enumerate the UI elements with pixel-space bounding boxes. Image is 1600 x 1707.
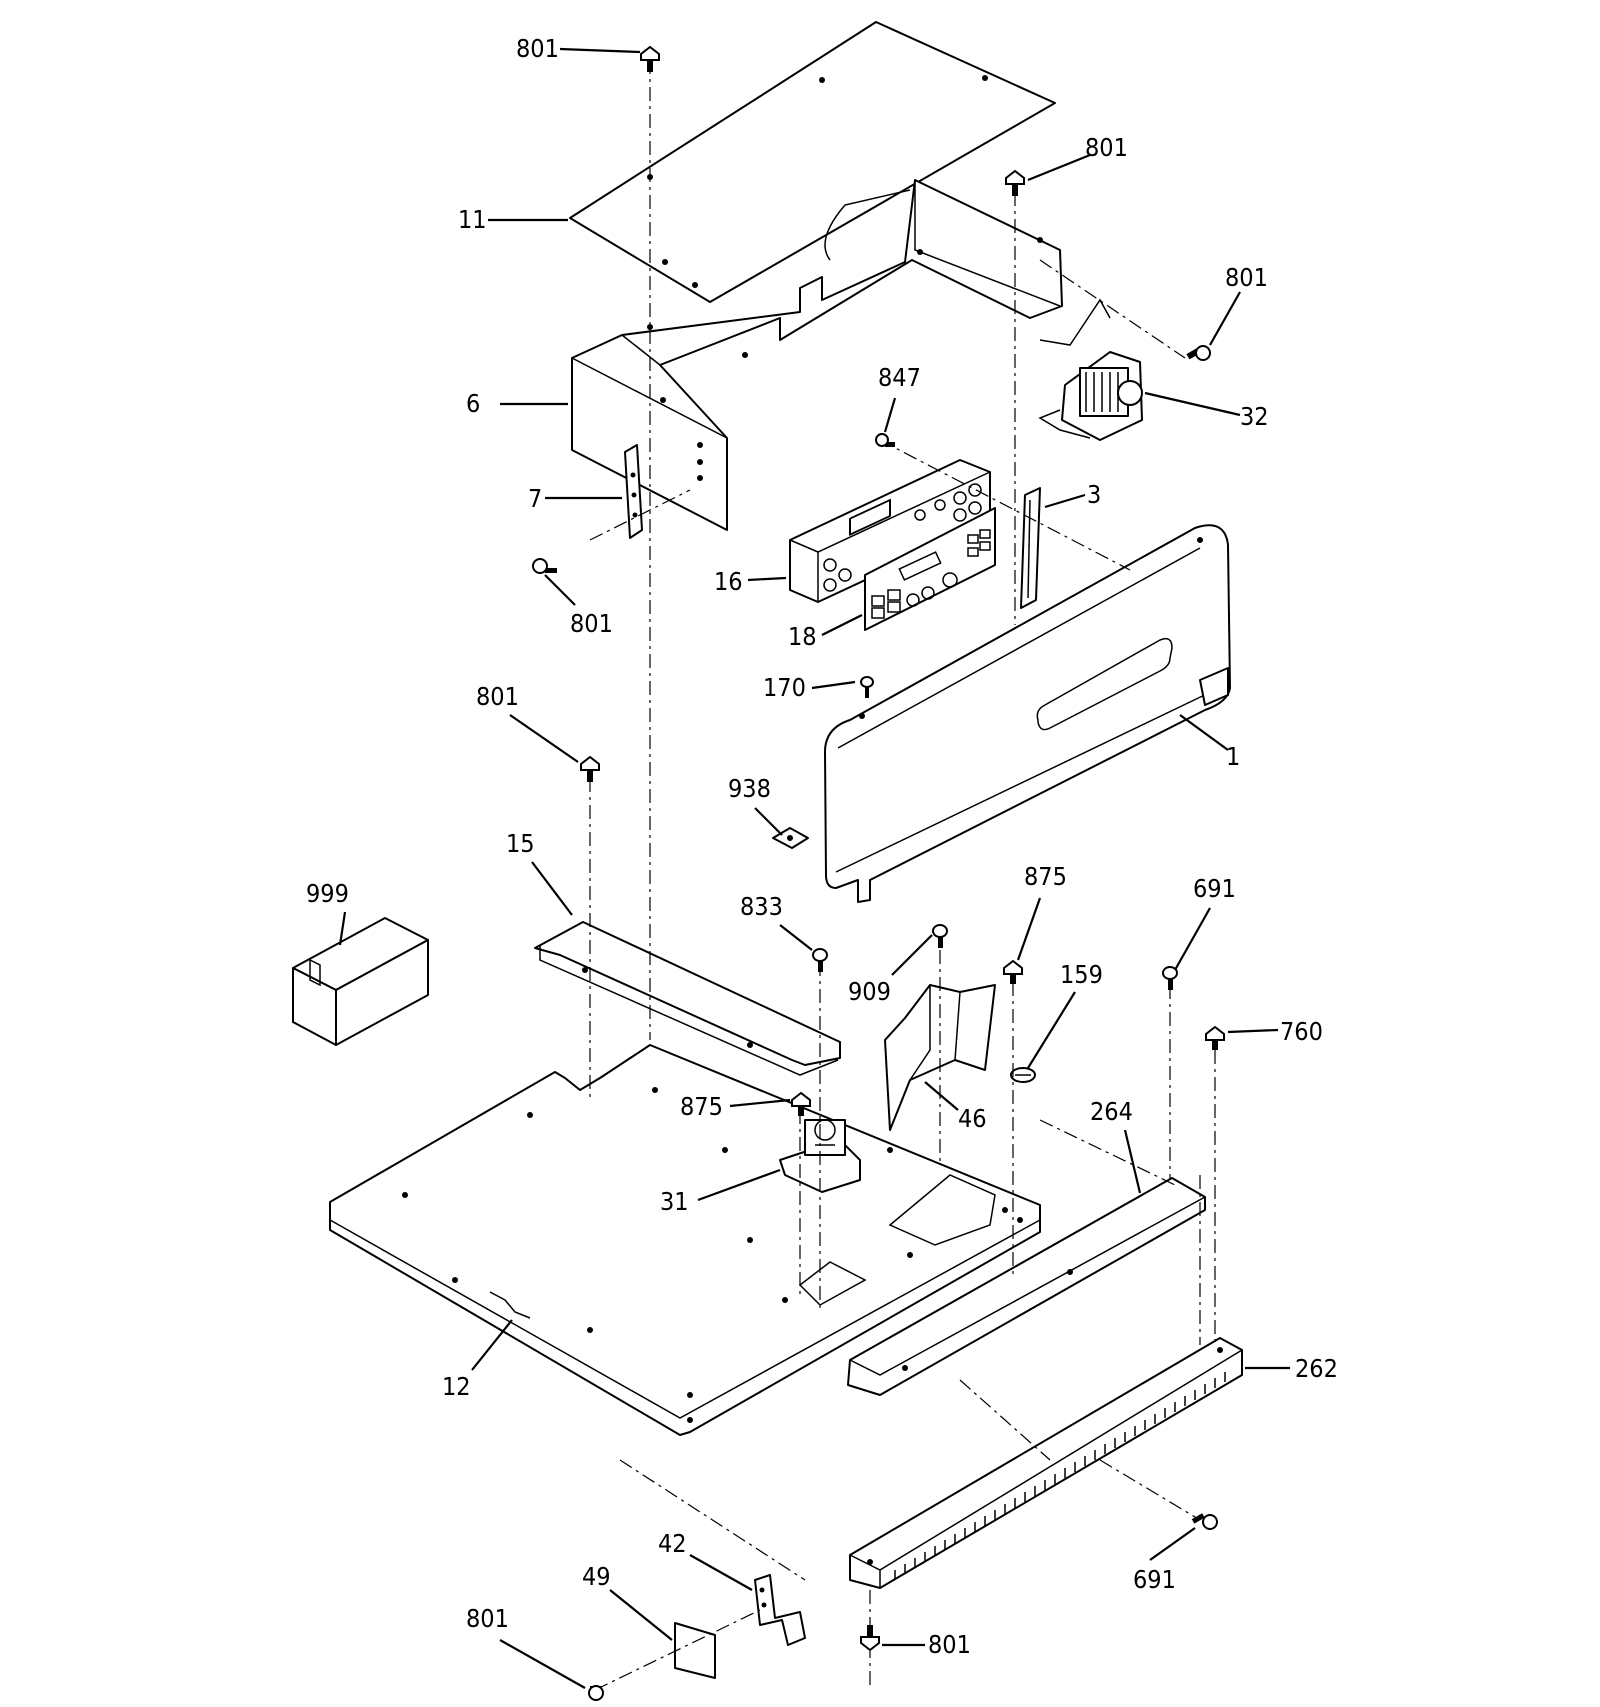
screw-691-a <box>1162 966 1178 990</box>
label-909: 909 <box>848 977 891 1006</box>
part-264-rear-rail <box>847 1177 1206 1396</box>
label-46: 46 <box>958 1104 987 1133</box>
label-262: 262 <box>1295 1354 1338 1383</box>
part-31-valve <box>779 1119 861 1193</box>
screw-170 <box>860 676 874 698</box>
part-262-vent-grille <box>849 1337 1243 1589</box>
part-49-plate <box>674 1622 716 1679</box>
screws <box>532 45 1225 1701</box>
part-7-bracket <box>624 444 643 539</box>
label-31: 31 <box>660 1187 689 1216</box>
label-691: 691 <box>1133 1565 1176 1594</box>
label-801: 801 <box>1225 263 1268 292</box>
screw-909 <box>932 924 948 948</box>
label-801: 801 <box>570 609 613 638</box>
label-938: 938 <box>728 774 771 803</box>
label-3: 3 <box>1087 480 1101 509</box>
label-42: 42 <box>658 1529 687 1558</box>
label-691: 691 <box>1193 874 1236 903</box>
label-49: 49 <box>582 1562 611 1591</box>
screw-801-c <box>1186 345 1211 361</box>
screw-875-a <box>1003 959 1023 984</box>
leader-lines <box>338 47 1290 1689</box>
label-999: 999 <box>306 879 349 908</box>
label-159: 159 <box>1060 960 1103 989</box>
part-3-bracket-strip <box>1020 487 1041 609</box>
label-264: 264 <box>1090 1097 1133 1126</box>
label-875: 875 <box>680 1092 723 1121</box>
part-1-backguard <box>824 524 1231 903</box>
label-7: 7 <box>528 484 542 513</box>
part-16-control-board <box>789 459 991 603</box>
screw-760 <box>1205 1025 1225 1050</box>
label-15: 15 <box>506 829 535 858</box>
label-6: 6 <box>466 389 480 418</box>
screw-801-e <box>580 755 600 782</box>
label-801: 801 <box>466 1604 509 1633</box>
part-999-box <box>292 917 429 1046</box>
screw-801-f <box>860 1625 880 1652</box>
screw-691-b <box>1191 1513 1218 1530</box>
alignment-lines <box>589 60 1216 1691</box>
label-170: 170 <box>763 673 806 702</box>
label-801: 801 <box>928 1630 971 1659</box>
part-46-baffle <box>884 984 996 1131</box>
label-847: 847 <box>878 363 921 392</box>
label-32: 32 <box>1240 402 1269 431</box>
label-801: 801 <box>476 682 519 711</box>
label-16: 16 <box>714 567 743 596</box>
screw-801-b <box>1005 169 1025 196</box>
label-760: 760 <box>1280 1017 1323 1046</box>
part-11-top-panel <box>569 21 1056 303</box>
label-12: 12 <box>442 1372 471 1401</box>
screw-801-d <box>532 558 557 574</box>
part-labels: 801 11 801 801 6 847 32 7 3 16 801 18 17… <box>306 34 1338 1659</box>
label-801: 801 <box>1085 133 1128 162</box>
label-11: 11 <box>458 205 487 234</box>
screw-801-g <box>588 1685 604 1701</box>
part-18-overlay <box>864 507 996 631</box>
label-18: 18 <box>788 622 817 651</box>
label-801: 801 <box>516 34 559 63</box>
part-42-bracket <box>754 1574 806 1646</box>
part-938-clip <box>772 827 809 849</box>
part-32-motor <box>1038 298 1143 441</box>
part-159-sensor <box>1010 1067 1036 1083</box>
label-875: 875 <box>1024 862 1067 891</box>
label-1: 1 <box>1226 742 1240 771</box>
screw-847 <box>875 433 895 447</box>
screw-833 <box>812 948 828 972</box>
screw-801-a <box>640 45 660 72</box>
label-833: 833 <box>740 892 783 921</box>
part-15-channel <box>534 921 841 1076</box>
part-6-enclosure <box>571 179 1063 531</box>
screw-875-b <box>791 1091 811 1116</box>
